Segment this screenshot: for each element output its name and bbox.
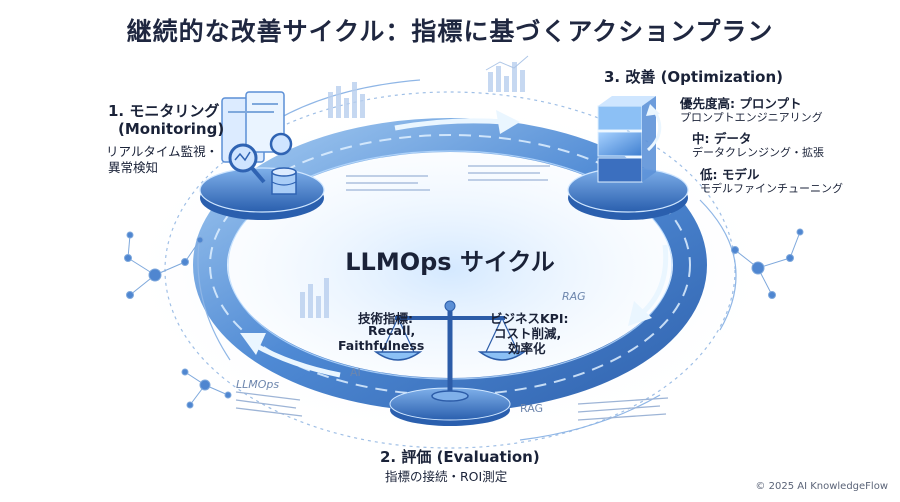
- balance-scale-icon: [373, 300, 527, 426]
- arrow-right-head: [628, 301, 652, 326]
- evaluation-heading: 2. 評価 (Evaluation): [380, 448, 540, 466]
- biz-kpi-cost: コスト削減,: [494, 326, 562, 341]
- arrow-left: [253, 342, 341, 378]
- tech-metric-recall: Recall,: [368, 323, 416, 338]
- outer-arc-right: [699, 199, 737, 331]
- priority-low-detail: モデルファインチューニング: [700, 182, 843, 195]
- cycle-center-label: LLMOps サイクル: [345, 248, 555, 276]
- bg-chart-top-right: [485, 55, 529, 92]
- outer-arc-bottom: [519, 394, 661, 441]
- priority-high-label: 優先度高: プロンプト: [680, 96, 802, 111]
- monitoring-dashboard-icon: [221, 91, 285, 163]
- ring-label-rag-1: RAG: [562, 290, 586, 303]
- tech-metric-faithfulness: Faithfulness: [338, 338, 425, 353]
- monitoring-desc-1: リアルタイム監視・: [106, 144, 219, 159]
- ring-label-rag-2: RAG: [520, 402, 544, 415]
- biz-kpi-label: ビジネスKPI:: [490, 311, 569, 326]
- ring-label-llmops: LLMOps: [236, 378, 280, 391]
- priority-high-detail: プロンプトエンジニアリング: [680, 111, 823, 124]
- network-nodes-right: [731, 228, 804, 299]
- copyright: © 2025 AI KnowledgeFlow: [755, 481, 888, 492]
- magnifier-icon: [228, 132, 293, 184]
- priority-low-label: 低: モデル: [700, 167, 760, 182]
- arrow-left-head: [240, 333, 266, 355]
- monitoring-heading: 1. モニタリング: [108, 102, 220, 120]
- stacked-cubes-icon: [597, 96, 662, 183]
- page-title: 継続的な改善サイクル：指標に基づくアクションプラン: [126, 17, 774, 46]
- arrow-right: [638, 244, 669, 317]
- monitoring-platform: [199, 167, 325, 220]
- biz-kpi-efficiency: 効率化: [508, 341, 546, 356]
- bg-chart-left: [300, 278, 329, 318]
- priority-mid-label: 中: データ: [692, 131, 752, 146]
- ring-annotation-lines: [235, 165, 669, 421]
- priority-mid-detail: データクレンジング・拡張: [692, 146, 824, 159]
- monitoring-desc-2: 異常検知: [108, 160, 159, 175]
- database-icon: [271, 167, 297, 195]
- arrow-top-head: [496, 110, 520, 134]
- tech-metrics-label: 技術指標:: [358, 311, 413, 326]
- ring-label-ai: AI: [350, 366, 361, 379]
- arrow-top: [394, 118, 506, 131]
- evaluation-desc: 指標の接続・ROI測定: [385, 469, 508, 484]
- ring-light-trail: [209, 134, 691, 396]
- network-nodes-left: [124, 231, 232, 409]
- bg-chart-top: [328, 82, 365, 118]
- monitoring-heading-en: (Monitoring): [118, 120, 225, 138]
- outer-orbit: [164, 91, 736, 449]
- outer-arc-left: [197, 234, 231, 361]
- optimization-heading: 3. 改善 (Optimization): [604, 68, 784, 86]
